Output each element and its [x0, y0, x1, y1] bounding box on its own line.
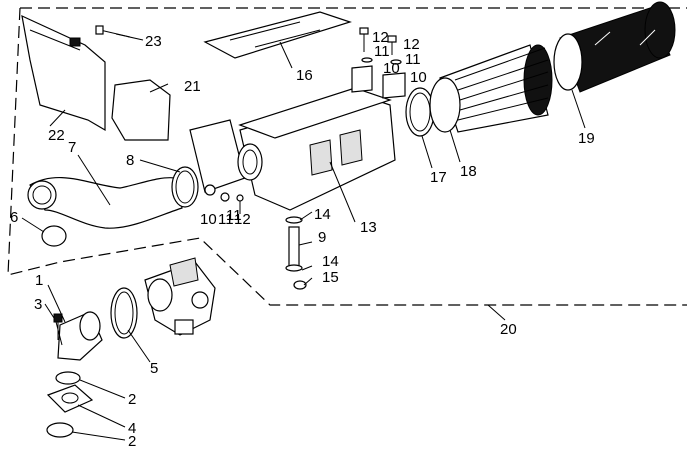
callout-16: 16 [296, 67, 313, 84]
callout-20: 20 [500, 321, 517, 338]
part-heat-shield-plate [21, 14, 106, 132]
part-clamp-5 [110, 287, 138, 339]
callout-11-lower: 11 [226, 207, 242, 224]
part-clamp-17 [405, 87, 435, 137]
callout-11-left: 11 [218, 211, 234, 228]
callout-2-upper: 2 [128, 391, 136, 408]
callout-12-left: 12 [234, 211, 251, 228]
callout-5: 5 [150, 360, 158, 377]
part-air-filter [429, 44, 553, 133]
part-bolt-23 [95, 25, 131, 38]
callout-17: 17 [430, 169, 447, 186]
part-elbow-adapter [54, 311, 103, 361]
callout-labels: 1 2 2 3 4 5 6 7 8 9 10 10 10 11 11 11 11… [10, 29, 595, 450]
callout-23: 23 [145, 33, 162, 50]
part-air-box [189, 87, 396, 211]
callout-15: 15 [322, 269, 339, 286]
part-cover-plate [203, 11, 352, 59]
callout-19: 19 [578, 130, 595, 147]
callout-14-lower: 14 [322, 253, 339, 270]
part-intake-hose [27, 176, 183, 229]
callout-10-left: 10 [200, 211, 217, 228]
part-clamp-8 [171, 166, 199, 208]
part-flange-gasket [46, 384, 94, 413]
part-o-ring-lower [46, 422, 74, 438]
callout-1: 1 [35, 272, 43, 289]
part-throttle-body [144, 257, 216, 336]
callout-12-top: 12 [372, 29, 389, 46]
assembly-boundary [7, 7, 687, 306]
callout-7: 7 [68, 139, 76, 156]
part-clamp-6 [41, 225, 67, 247]
callout-11-right: 11 [405, 51, 421, 68]
callout-8: 8 [126, 152, 134, 169]
part-bracket-hardware [236, 27, 406, 214]
callout-3: 3 [34, 296, 42, 313]
callout-6: 6 [10, 209, 18, 226]
callout-18: 18 [460, 163, 477, 180]
callout-22: 22 [48, 127, 65, 144]
callout-9: 9 [318, 229, 326, 246]
part-pre-filter-sleeve [553, 1, 676, 93]
callout-13: 13 [360, 219, 377, 236]
part-o-ring-upper [55, 371, 81, 385]
callout-11-mid: 11 [374, 43, 390, 60]
leader-lines [21, 33, 586, 441]
callout-12-right: 12 [403, 36, 420, 53]
part-drain-tube [285, 216, 307, 290]
callout-10-mid: 10 [383, 60, 400, 77]
callout-21: 21 [184, 78, 201, 95]
callout-2-lower: 2 [128, 433, 136, 450]
callout-10-right: 10 [410, 69, 427, 86]
part-gasket-plate [111, 79, 171, 141]
callout-4: 4 [128, 420, 136, 437]
callout-14-upper: 14 [314, 206, 331, 223]
